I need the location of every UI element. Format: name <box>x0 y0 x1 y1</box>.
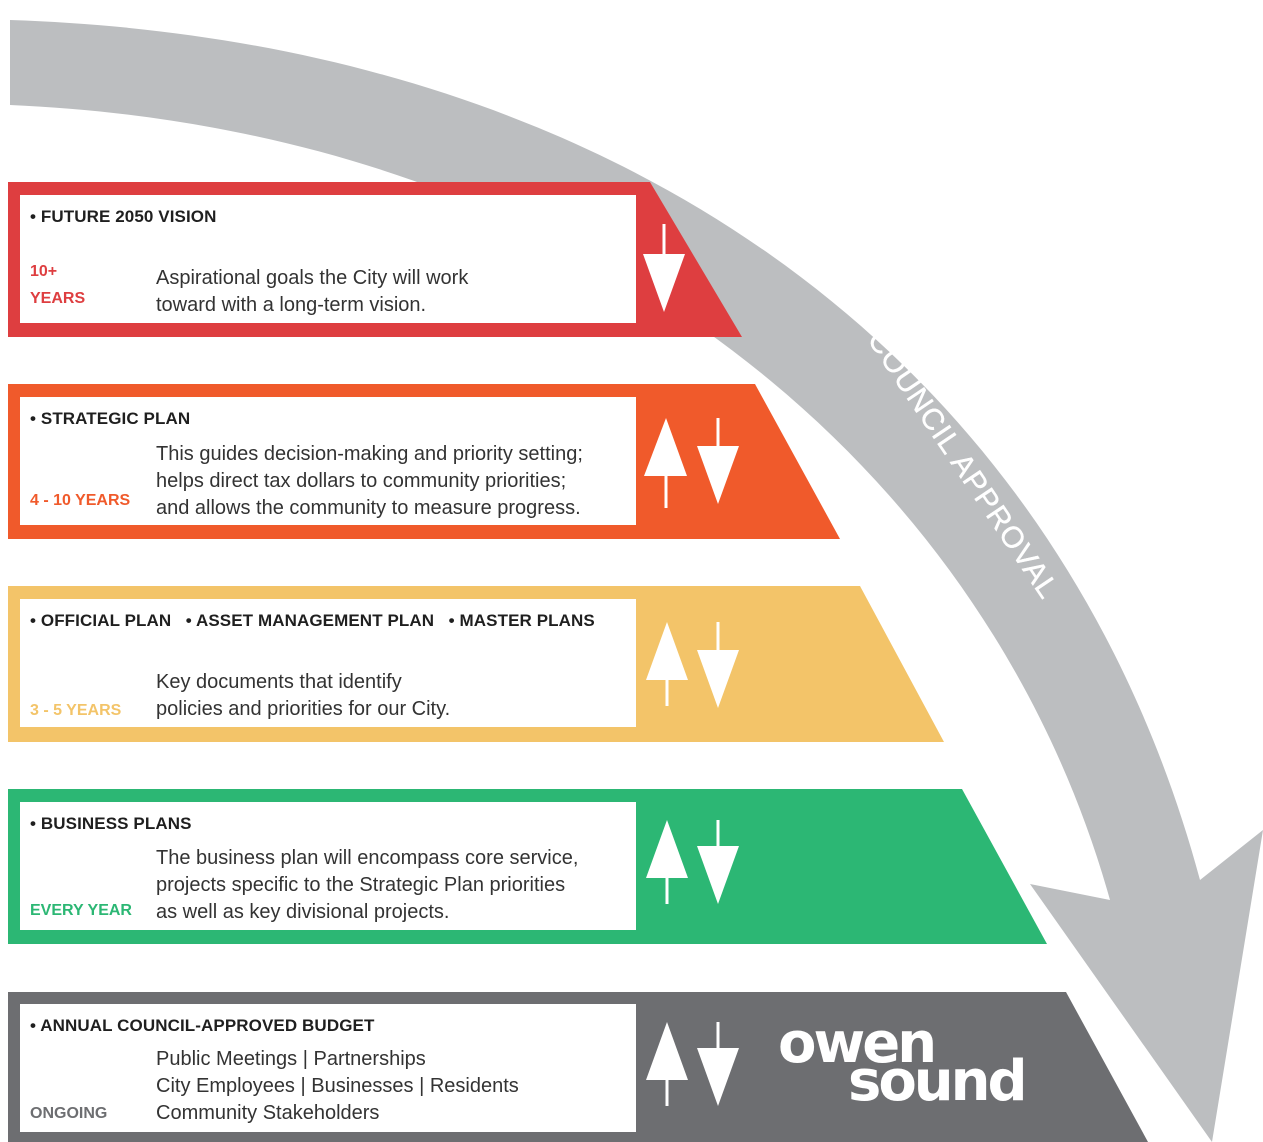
tier-card-strategic: • STRATEGIC PLAN 4 - 10 YEARS This guide… <box>20 397 636 525</box>
tier-timeframe: 10+ YEARS <box>30 263 86 307</box>
tier-card-plans: • OFFICIAL PLAN • ASSET MANAGEMENT PLAN … <box>20 599 636 727</box>
tier-description: The business plan will encompass core se… <box>156 847 579 923</box>
tier-timeframe: 3 - 5 YEARS <box>30 702 122 719</box>
logo-line-owen: owen <box>778 1011 934 1076</box>
down-arrow-icon <box>643 224 685 312</box>
tier-description: Aspirational goals the City will work to… <box>156 267 469 316</box>
logo-line-sound: sound <box>848 1049 1025 1114</box>
up-arrow-icon <box>646 622 688 706</box>
down-arrow-icon <box>697 418 739 504</box>
tier-card-business: • BUSINESS PLANS EVERY YEAR The business… <box>20 802 636 930</box>
up-arrow-icon <box>644 418 687 508</box>
tier-title: • FUTURE 2050 VISION <box>30 207 217 226</box>
down-arrow-icon <box>697 820 739 904</box>
down-arrow-icon <box>697 622 739 708</box>
tier-timeframe: EVERY YEAR <box>30 902 132 919</box>
tier-title: • OFFICIAL PLAN • ASSET MANAGEMENT PLAN … <box>30 611 595 630</box>
tier-card-budget: • ANNUAL COUNCIL-APPROVED BUDGET ONGOING… <box>20 1004 636 1132</box>
tier-description: Key documents that identify policies and… <box>156 671 451 720</box>
tier-timeframe: 4 - 10 YEARS <box>30 492 131 509</box>
tier-title: • STRATEGIC PLAN <box>30 409 191 428</box>
tier-title: • ANNUAL COUNCIL-APPROVED BUDGET <box>30 1016 375 1035</box>
tier-card-vision: • FUTURE 2050 VISION 10+ YEARS Aspiratio… <box>20 195 636 323</box>
tier-description: Public Meetings | Partnerships City Empl… <box>156 1048 519 1124</box>
up-arrow-icon <box>646 820 688 904</box>
owen-sound-logo: owen sound <box>778 1011 1028 1114</box>
up-arrow-icon <box>646 1022 688 1106</box>
tier-timeframe: ONGOING <box>30 1105 108 1122</box>
tier-title: • BUSINESS PLANS <box>30 814 192 833</box>
tier-description: This guides decision-making and priority… <box>156 443 583 519</box>
down-arrow-icon <box>697 1022 739 1106</box>
